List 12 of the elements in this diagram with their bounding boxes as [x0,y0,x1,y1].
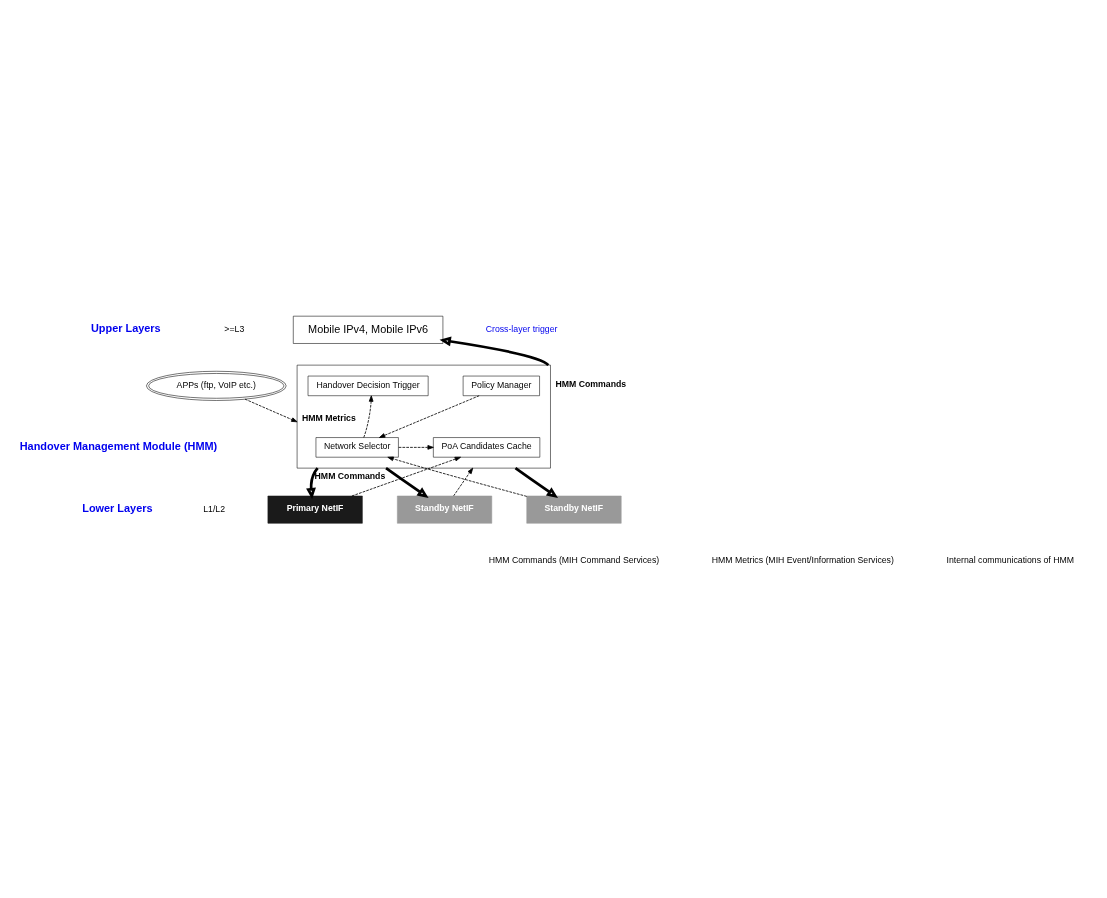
legend-label: HMM Commands (MIH Command Services) [488,554,660,565]
edge-label: HMM Commands [555,378,627,389]
legend-label: HMM Metrics (MIH Event/Information Services) [711,554,894,565]
label: Upper Layers [90,321,161,334]
label: Cross-layer trigger [485,323,558,334]
label: Lower Layers [82,501,153,514]
label: Handover Management Module (HMM) [19,439,218,452]
label: L1/L2 [203,503,226,514]
edge-label: HMM Commands [314,470,386,481]
legend-label: Internal communications of HMM [946,554,1075,565]
edge-label: HMM Metrics [302,412,356,423]
label: >=L3 [224,323,245,334]
